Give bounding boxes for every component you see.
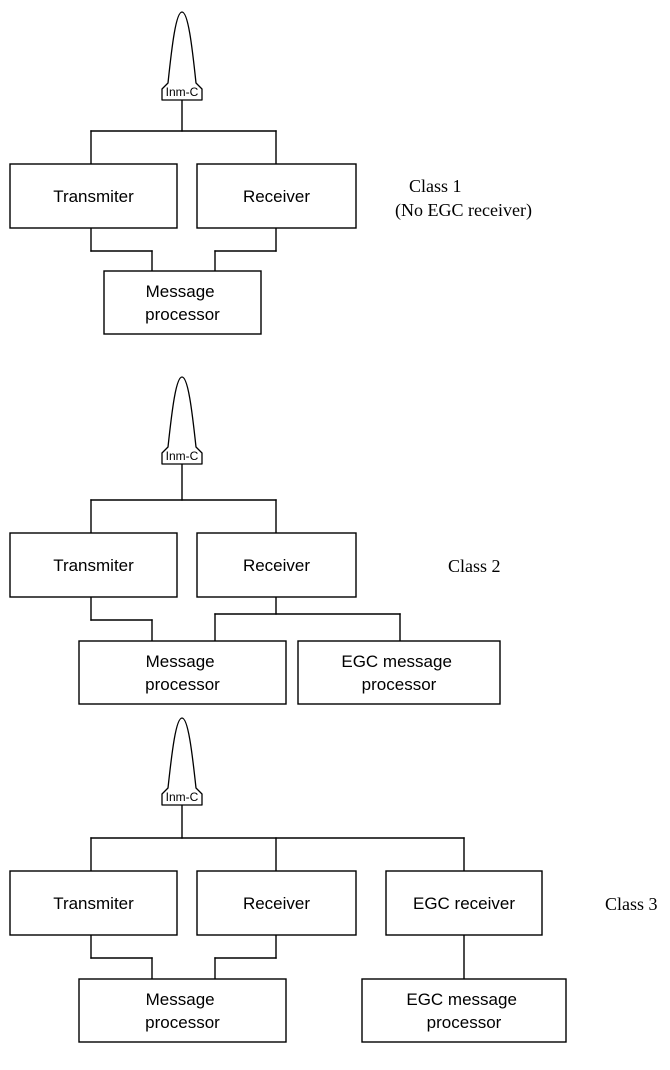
egc-message-processor-line-2: processor: [427, 1013, 502, 1032]
receiver-label: Receiver: [243, 894, 310, 913]
class-2-group: Inm-C Transmiter Receiver Message proces…: [9, 376, 501, 705]
class-1-label: Class 1 (No EGC receiver): [395, 176, 532, 221]
message-processor-label: Message processor: [145, 282, 220, 324]
receiver-label: Receiver: [243, 556, 310, 575]
egc-message-processor-line-2: processor: [362, 675, 437, 694]
egc-message-processor-line-1: EGC message: [341, 652, 452, 671]
antenna-label: Inm-C: [166, 85, 199, 99]
message-processor-line-2: processor: [145, 675, 220, 694]
transmitter-box: Transmiter: [9, 870, 178, 936]
class-2-label: Class 2: [448, 556, 501, 576]
class-1-note: (No EGC receiver): [395, 200, 532, 221]
message-processor-line-1: Message: [146, 990, 215, 1009]
egc-message-processor-box: EGC message processor: [361, 978, 567, 1043]
transmitter-box: Transmiter: [9, 532, 178, 598]
message-processor-line-1: Message: [146, 652, 215, 671]
class-3-label: Class 3: [605, 894, 658, 914]
message-processor-line-2: processor: [145, 1013, 220, 1032]
class-3-connectors: [90, 804, 465, 980]
message-processor-label: Message processor: [145, 990, 220, 1032]
transmitter-label: Transmiter: [53, 556, 134, 575]
message-processor-line-2: processor: [145, 305, 220, 324]
antenna-label: Inm-C: [166, 449, 199, 463]
receiver-box: Receiver: [196, 532, 357, 598]
transmitter-label: Transmiter: [53, 187, 134, 206]
egc-message-processor-label: EGC message processor: [406, 990, 521, 1032]
antenna-icon: Inm-C: [161, 717, 203, 806]
receiver-label: Receiver: [243, 187, 310, 206]
message-processor-box: Message processor: [103, 270, 262, 335]
message-processor-box: Message processor: [78, 978, 287, 1043]
antenna-icon: Inm-C: [161, 376, 203, 465]
message-processor-line-1: Message: [146, 282, 215, 301]
class-2-connectors: [90, 463, 401, 642]
class-3-group: Inm-C Transmiter Receiver EGC receiver M…: [9, 717, 658, 1043]
receiver-box: Receiver: [196, 163, 357, 229]
class-1-connectors: [90, 99, 277, 272]
class-1-title: Class 1: [409, 176, 462, 196]
egc-message-processor-label: EGC message processor: [341, 652, 456, 694]
message-processor-label: Message processor: [145, 652, 220, 694]
class-1-group: Inm-C Transmiter Receiver Message proces…: [9, 11, 532, 335]
message-processor-box: Message processor: [78, 640, 287, 705]
antenna-icon: Inm-C: [161, 11, 203, 101]
egc-message-processor-line-1: EGC message: [406, 990, 517, 1009]
transmitter-box: Transmiter: [9, 163, 178, 229]
transmitter-label: Transmiter: [53, 894, 134, 913]
egc-receiver-box: EGC receiver: [385, 870, 543, 936]
egc-message-processor-box: EGC message processor: [297, 640, 501, 705]
receiver-box: Receiver: [196, 870, 357, 936]
antenna-label: Inm-C: [166, 790, 199, 804]
egc-receiver-label: EGC receiver: [413, 894, 515, 913]
